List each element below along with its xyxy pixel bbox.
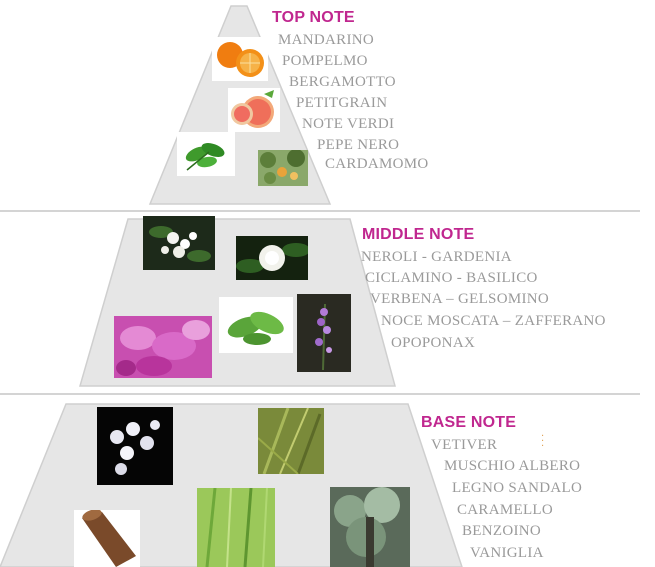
verbena-flower-photo xyxy=(297,294,351,372)
base-note-item: MUSCHIO ALBERO xyxy=(444,458,580,475)
base-note-item: VANIGLIA xyxy=(470,545,544,562)
divider-top-middle xyxy=(0,210,640,212)
base-note-heading: BASE NOTE xyxy=(421,414,516,432)
moss-tree-photo xyxy=(330,487,410,567)
basil-leaves-photo xyxy=(219,297,293,353)
mint-leaves-photo xyxy=(177,132,235,176)
middle-note-item: OPOPONAX xyxy=(391,335,475,352)
middle-note-item: VERBENA – GELSOMINO xyxy=(370,291,549,308)
sandalwood-stick-photo xyxy=(74,510,140,567)
top-note-heading: TOP NOTE xyxy=(272,9,355,27)
top-note-item: CARDAMOMO xyxy=(325,156,429,173)
top-note-item: BERGAMOTTO xyxy=(289,74,396,91)
mandarin-oranges-photo xyxy=(212,37,268,81)
vetiver-grass-photo xyxy=(258,408,324,474)
middle-note-item: NEROLI - GARDENIA xyxy=(361,249,512,266)
base-note-item: CARAMELLO xyxy=(457,502,553,519)
top-note-item: MANDARINO xyxy=(278,32,374,49)
gardenia-flower-photo xyxy=(236,236,308,280)
cyclamen-flowers-photo xyxy=(114,316,212,378)
divider-middle-base xyxy=(0,393,640,395)
middle-note-item: NOCE MOSCATA – ZAFFERANO xyxy=(381,313,606,330)
middle-note-item: CICLAMINO - BASILICO xyxy=(365,270,538,287)
grapefruit-photo xyxy=(228,88,280,132)
top-note-item: PETITGRAIN xyxy=(296,95,387,112)
base-note-item: VETIVER xyxy=(431,437,497,454)
green-grass-photo xyxy=(197,488,275,567)
base-note-item: BENZOINO xyxy=(462,523,541,540)
top-note-item: NOTE VERDI xyxy=(302,116,394,133)
jasmine-flowers-photo xyxy=(97,407,173,485)
top-note-item: PEPE NERO xyxy=(317,137,399,154)
base-note-item: LEGNO SANDALO xyxy=(452,480,582,497)
middle-note-heading: MIDDLE NOTE xyxy=(362,226,474,244)
decorative-dots: ··· xyxy=(541,434,544,449)
top-note-item: POMPELMO xyxy=(282,53,368,70)
neroli-blossom-photo xyxy=(143,216,215,270)
bergamot-tree-photo xyxy=(258,150,308,186)
